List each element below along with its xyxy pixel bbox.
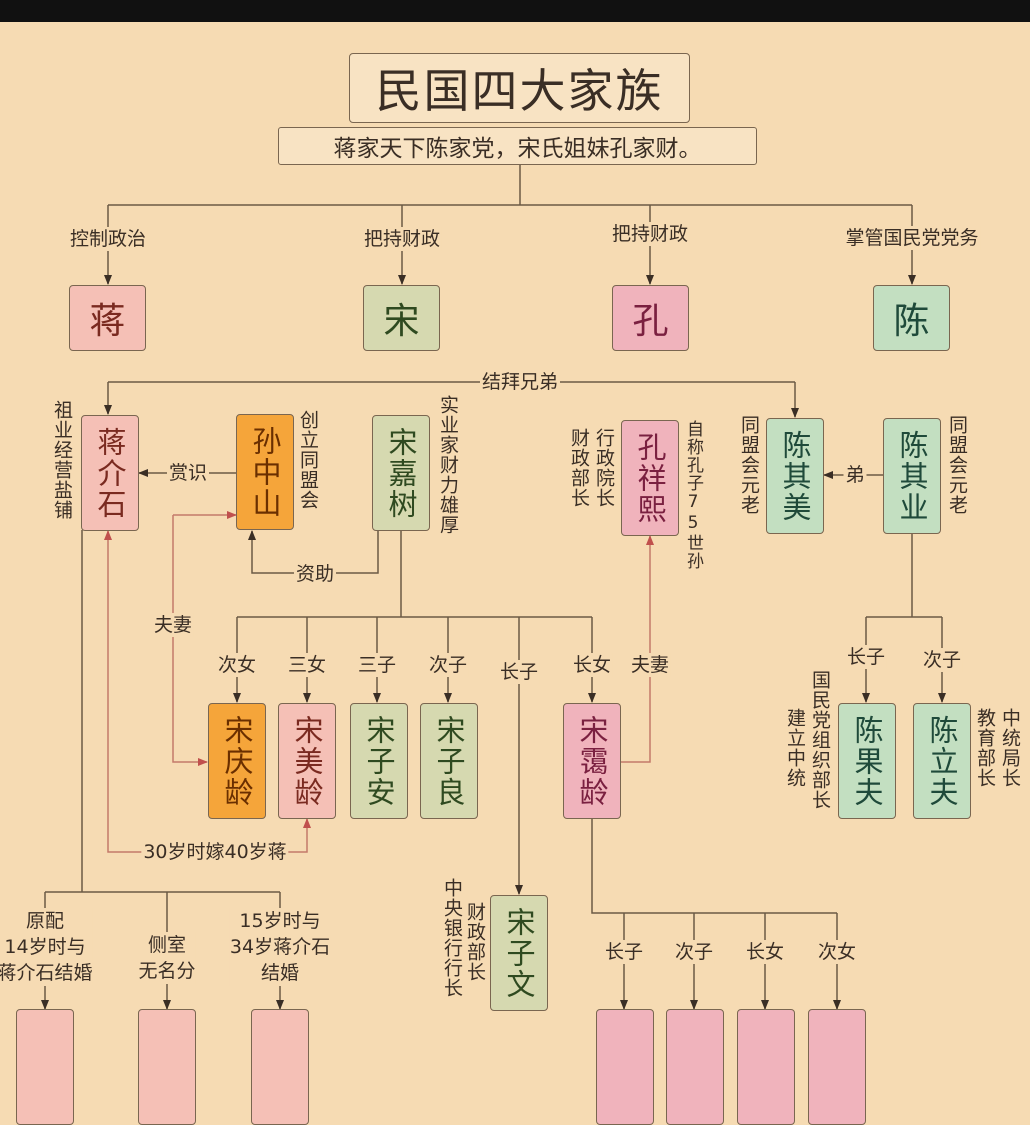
note-chen-qimei: 同盟会元老 bbox=[738, 415, 760, 515]
person-chen-qimei: 陈其美 bbox=[766, 418, 824, 534]
note-sun-zhongshan: 创立同盟会 bbox=[297, 410, 319, 510]
couple-label-right: 夫妻 bbox=[628, 653, 672, 677]
marriage-note: 30岁时嫁40岁蒋 bbox=[141, 840, 289, 864]
couple-label-left: 夫妻 bbox=[151, 613, 195, 637]
note-kong-finance: 财政部长 bbox=[568, 428, 590, 508]
ailing-child-rank-1: 长子 bbox=[602, 940, 646, 964]
person-song-zian: 宋子安 bbox=[350, 703, 408, 819]
page-title: 民国四大家族 bbox=[349, 53, 690, 123]
note-guofu-org: 国民党组织部长 bbox=[809, 670, 831, 810]
rank-zian: 三子 bbox=[355, 653, 399, 677]
funding-label: 资助 bbox=[293, 562, 337, 586]
note-kong-descent: 自称孔子75世孙 bbox=[683, 420, 703, 570]
wife-box-2 bbox=[138, 1009, 196, 1125]
jiang-wives-trunk bbox=[45, 530, 280, 893]
person-jiang-jieshi: 蒋介石 bbox=[81, 415, 139, 531]
wife-box-3 bbox=[251, 1009, 309, 1125]
couple-arrow-qingling bbox=[172, 515, 208, 766]
note-lifu-education: 教育部长 bbox=[974, 708, 996, 788]
ailing-child-rank-4: 次女 bbox=[815, 940, 859, 964]
couple-arrow-kong bbox=[620, 535, 654, 763]
wife-box-1 bbox=[16, 1009, 74, 1125]
marriage-arrow-jiang bbox=[104, 530, 200, 853]
ailing-children-trunk bbox=[591, 818, 837, 914]
wife-label-1: 原配 14岁时与 蒋介石结婚 bbox=[0, 908, 93, 986]
wife-label-2: 侧室 无名分 bbox=[138, 932, 196, 984]
note-ziwen-bank: 中央银行行长 bbox=[441, 878, 463, 998]
rank-lifu: 次子 bbox=[920, 648, 964, 672]
top-bar bbox=[0, 0, 1030, 22]
person-song-ailing: 宋霭龄 bbox=[563, 703, 621, 819]
person-chen-lifu: 陈立夫 bbox=[913, 703, 971, 819]
ailing-child-rank-3: 长女 bbox=[743, 940, 787, 964]
ailing-child-box-1 bbox=[596, 1009, 654, 1125]
person-song-qingling: 宋庆龄 bbox=[208, 703, 266, 819]
rank-ziwen: 长子 bbox=[497, 660, 541, 684]
wife-label-3: 15岁时与 34岁蒋介石 结婚 bbox=[229, 908, 331, 986]
family-box-jiang: 蒋 bbox=[69, 285, 146, 351]
family-box-chen: 陈 bbox=[873, 285, 950, 351]
person-song-ziliang: 宋子良 bbox=[420, 703, 478, 819]
rank-ailing: 长女 bbox=[570, 653, 614, 677]
person-song-meiling: 宋美龄 bbox=[278, 703, 336, 819]
ailing-child-rank-2: 次子 bbox=[672, 940, 716, 964]
note-kong-premier: 行政院长 bbox=[593, 428, 615, 508]
younger-brother-label: 弟 bbox=[843, 463, 867, 487]
person-chen-qiye: 陈其业 bbox=[883, 418, 941, 534]
rank-ziliang: 次子 bbox=[426, 653, 470, 677]
family-box-song: 宋 bbox=[363, 285, 440, 351]
chen-family-trunk bbox=[866, 533, 942, 618]
person-song-jiashu: 宋嘉树 bbox=[372, 415, 430, 531]
ailing-child-box-2 bbox=[666, 1009, 724, 1125]
title-trunk-line bbox=[108, 165, 912, 206]
person-sun-zhongshan: 孙中山 bbox=[236, 414, 294, 530]
ailing-child-box-4 bbox=[808, 1009, 866, 1125]
role-label-kong: 把持财政 bbox=[609, 222, 691, 246]
rank-qingling: 次女 bbox=[215, 653, 259, 677]
note-chen-qiye: 同盟会元老 bbox=[946, 415, 968, 515]
rank-meiling: 三女 bbox=[285, 653, 329, 677]
note-lifu-bureau: 中统局长 bbox=[999, 708, 1021, 788]
ailing-child-box-3 bbox=[737, 1009, 795, 1125]
person-chen-guofu: 陈果夫 bbox=[838, 703, 896, 819]
appreciation-label: 赏识 bbox=[166, 461, 210, 485]
rank-guofu: 长子 bbox=[844, 645, 888, 669]
song-family-trunk bbox=[237, 530, 592, 618]
role-label-song: 把持财政 bbox=[361, 227, 443, 251]
note-ziwen-finance: 财政部长 bbox=[464, 902, 486, 982]
note-jiang-jieshi: 祖业经营盐铺 bbox=[51, 400, 73, 520]
person-kong-xiangxi: 孔祥熙 bbox=[621, 420, 679, 536]
role-label-jiang: 控制政治 bbox=[67, 227, 149, 251]
note-guofu-zhongtong: 建立中统 bbox=[784, 708, 806, 788]
role-label-chen: 掌管国民党党务 bbox=[843, 226, 981, 250]
subtitle: 蒋家天下陈家党，宋氏姐妹孔家财。 bbox=[278, 127, 757, 165]
person-song-ziwen: 宋子文 bbox=[490, 895, 548, 1011]
sworn-brothers-label: 结拜兄弟 bbox=[479, 370, 561, 394]
family-box-kong: 孔 bbox=[612, 285, 689, 351]
note-song-jiashu: 实业家财力雄厚 bbox=[437, 395, 459, 535]
